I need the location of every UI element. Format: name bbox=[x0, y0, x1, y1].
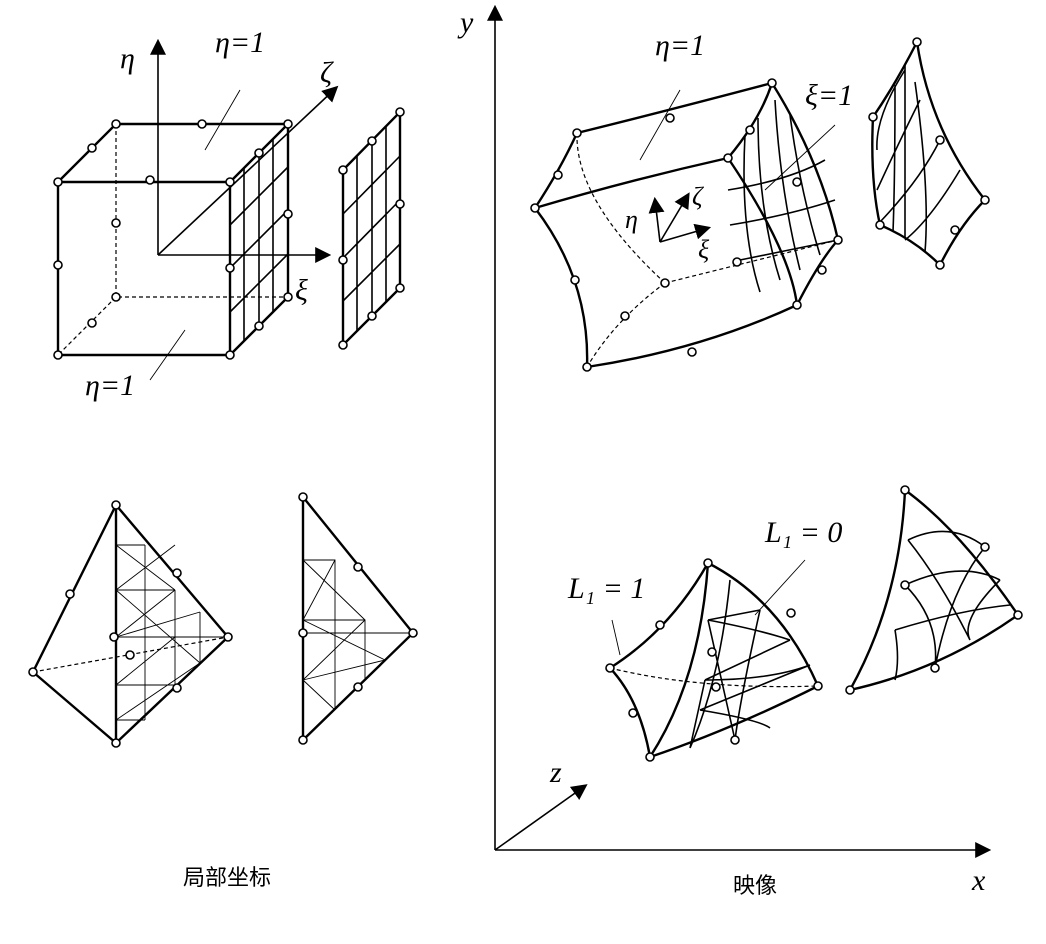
mapped-side-face-label: ξ=1 bbox=[805, 79, 853, 112]
y-axis-label: y bbox=[457, 6, 474, 39]
mapped-tetrahedron: L₁ = 1 L₁ = 0 bbox=[567, 516, 842, 762]
local-coordinates-caption: 局部坐标 bbox=[183, 866, 272, 891]
x-axis-label: x bbox=[971, 864, 986, 897]
mapped-triangle-patch bbox=[845, 485, 1023, 695]
mapped-eta-label: η bbox=[625, 205, 638, 234]
mapped-zeta-label: ζ bbox=[692, 182, 704, 211]
cube-bottom-face-label: η=1 bbox=[85, 369, 135, 402]
local-tetrahedron bbox=[28, 500, 233, 748]
xi-axis-label: ξ bbox=[295, 274, 308, 307]
cube-top-face-label: η=1 bbox=[215, 26, 265, 59]
eta-axis-label: η bbox=[120, 42, 135, 75]
l1-equals-one-label: L₁ = 1 bbox=[567, 572, 645, 605]
l1-equals-zero-label: L₁ = 0 bbox=[764, 516, 842, 549]
mapped-hexahedron: η=1 ξ=1 η ζ ξ bbox=[530, 29, 853, 372]
mapped-top-face-label: η=1 bbox=[655, 29, 705, 62]
z-axis-label: z bbox=[549, 756, 562, 789]
local-face-grid bbox=[338, 107, 405, 350]
zeta-axis-label: ζ bbox=[320, 56, 334, 89]
mapped-face-patch bbox=[868, 37, 990, 270]
local-triangle-face bbox=[298, 492, 418, 745]
global-axes: y x z bbox=[457, 4, 992, 897]
mapping-caption: 映像 bbox=[733, 874, 778, 899]
local-hexahedron: η ζ ξ η=1 η=1 bbox=[53, 26, 339, 402]
mapped-xi-label: ξ bbox=[698, 235, 710, 264]
